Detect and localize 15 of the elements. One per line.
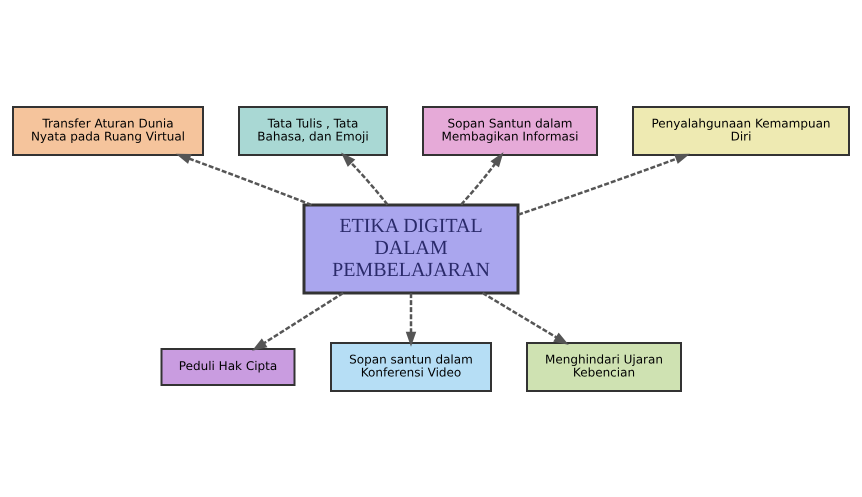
arrow <box>406 292 416 346</box>
node-box: Sopan santun dalam Konferensi Video <box>330 342 492 392</box>
node-box: ETIKA DIGITAL DALAM PEMBELAJARAN <box>302 203 520 294</box>
arrow <box>176 153 312 206</box>
arrow <box>252 291 344 350</box>
arrow <box>341 152 388 205</box>
node-box: Peduli Hak Cipta <box>160 348 296 386</box>
node-box: Tata Tulis , Tata Bahasa, dan Emoji <box>238 106 388 156</box>
node-box: Menghindari Ujaran Kebencian <box>526 342 682 392</box>
arrow <box>482 291 569 344</box>
node-box: Sopan Santun dalam Membagikan Informasi <box>422 106 598 156</box>
arrow <box>460 152 504 205</box>
arrow <box>518 153 690 216</box>
node-box: Penyalahgunaan Kemampuan Diri <box>632 106 850 156</box>
node-box: Transfer Aturan Dunia Nyata pada Ruang Virtual <box>12 106 204 156</box>
